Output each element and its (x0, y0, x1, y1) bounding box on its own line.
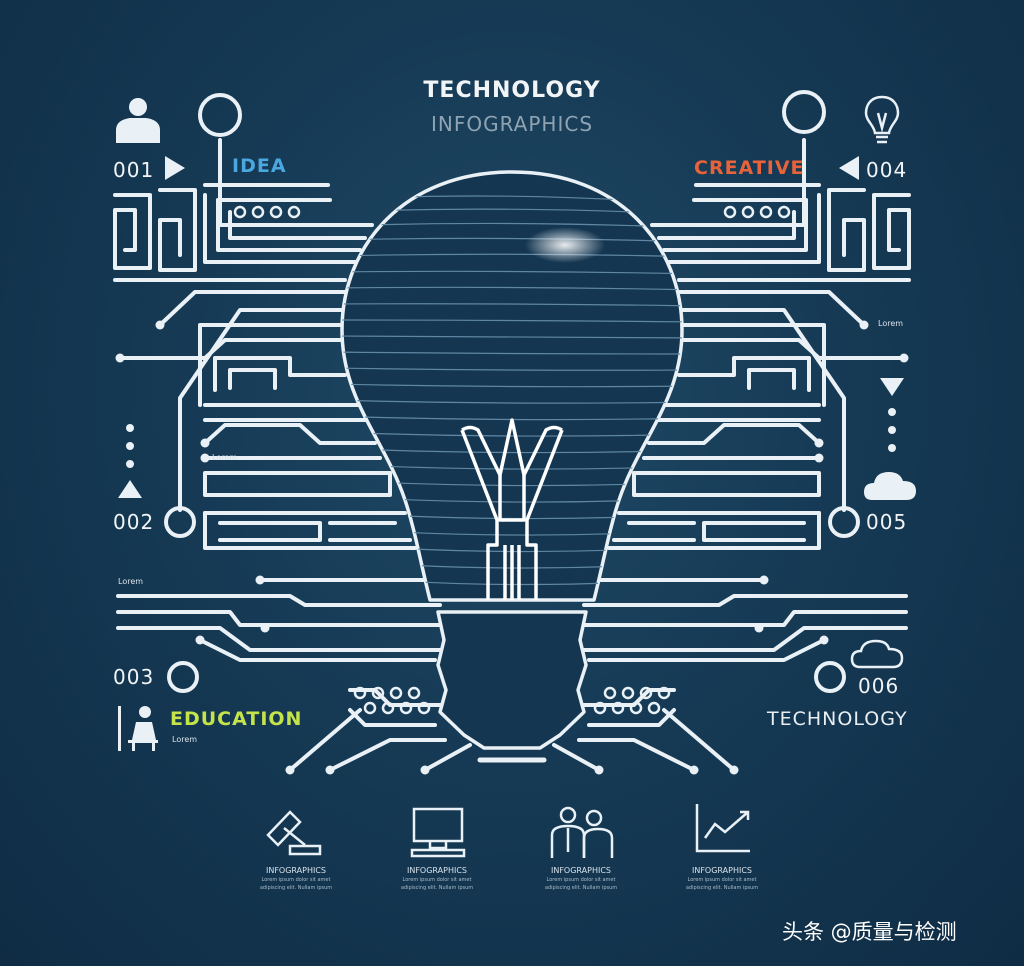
item-003-number: 003 (113, 665, 155, 689)
right-maze (650, 138, 911, 282)
student-desk-icon (118, 706, 158, 751)
caption-line1-2: Lorem ipsum dolor sit amet (402, 877, 472, 883)
cloud-outline-icon (850, 639, 904, 669)
left-mid-circuits (116, 290, 442, 662)
gavel-icon (266, 810, 322, 856)
item-002-number: 002 (113, 510, 155, 534)
item-004-number: 004 (866, 158, 908, 182)
left-maze (113, 138, 374, 282)
terminal-dots (115, 320, 909, 775)
item-001-number: 001 (113, 158, 155, 182)
caption-line2-3: adipiscing elit. Nullam ipsum (544, 885, 618, 891)
lorem-left-low: Lorem (118, 577, 144, 586)
caption-title-2: INFOGRAPHICS (406, 866, 467, 875)
item-001-label: IDEA (232, 155, 287, 177)
computer-monitor-icon (410, 807, 466, 858)
triangle-up-icon (118, 480, 142, 498)
page-title: TECHNOLOGY (423, 78, 601, 103)
item-003-lorem: Lorem (172, 735, 198, 744)
caption-line2-4: adipiscing elit. Nullam ipsum (685, 885, 759, 891)
lorem-left-mid: Lorem (212, 453, 238, 462)
caption-line1-4: Lorem ipsum dolor sit amet (687, 877, 757, 883)
watermark: 头条 @质量与检测 (782, 920, 957, 944)
caption-title-1: INFOGRAPHICS (265, 866, 326, 875)
caption-line1-3: Lorem ipsum dolor sit amet (546, 877, 616, 883)
caption-title-3: INFOGRAPHICS (550, 866, 611, 875)
connector-circles (164, 90, 860, 715)
item-004-label: CREATIVE (694, 157, 805, 179)
item-005-number: 005 (866, 510, 908, 534)
triangle-down-icon (880, 378, 904, 396)
lightbulb-icon (864, 95, 900, 144)
lower-circuits (288, 688, 736, 772)
right-mid-circuits (582, 290, 908, 662)
item-006-number: 006 (858, 674, 900, 698)
item-006-label: TECHNOLOGY (767, 708, 908, 730)
page-subtitle: INFOGRAPHICS (430, 112, 594, 136)
business-people-icon (550, 806, 614, 858)
growth-chart-icon (695, 804, 750, 853)
cloud-icon (864, 472, 916, 500)
item-003-label: EDUCATION (170, 708, 303, 730)
person-icon (116, 98, 160, 143)
lorem-right-top: Lorem (878, 319, 904, 328)
filament (460, 418, 564, 600)
caption-line2-2: adipiscing elit. Nullam ipsum (400, 885, 474, 891)
arrow-shapes (118, 156, 904, 498)
caption-title-4: INFOGRAPHICS (691, 866, 752, 875)
caption-line2-1: adipiscing elit. Nullam ipsum (259, 885, 333, 891)
bulb-highlight (525, 227, 605, 263)
bulb-base (436, 610, 588, 750)
caption-line1-1: Lorem ipsum dolor sit amet (261, 877, 331, 883)
